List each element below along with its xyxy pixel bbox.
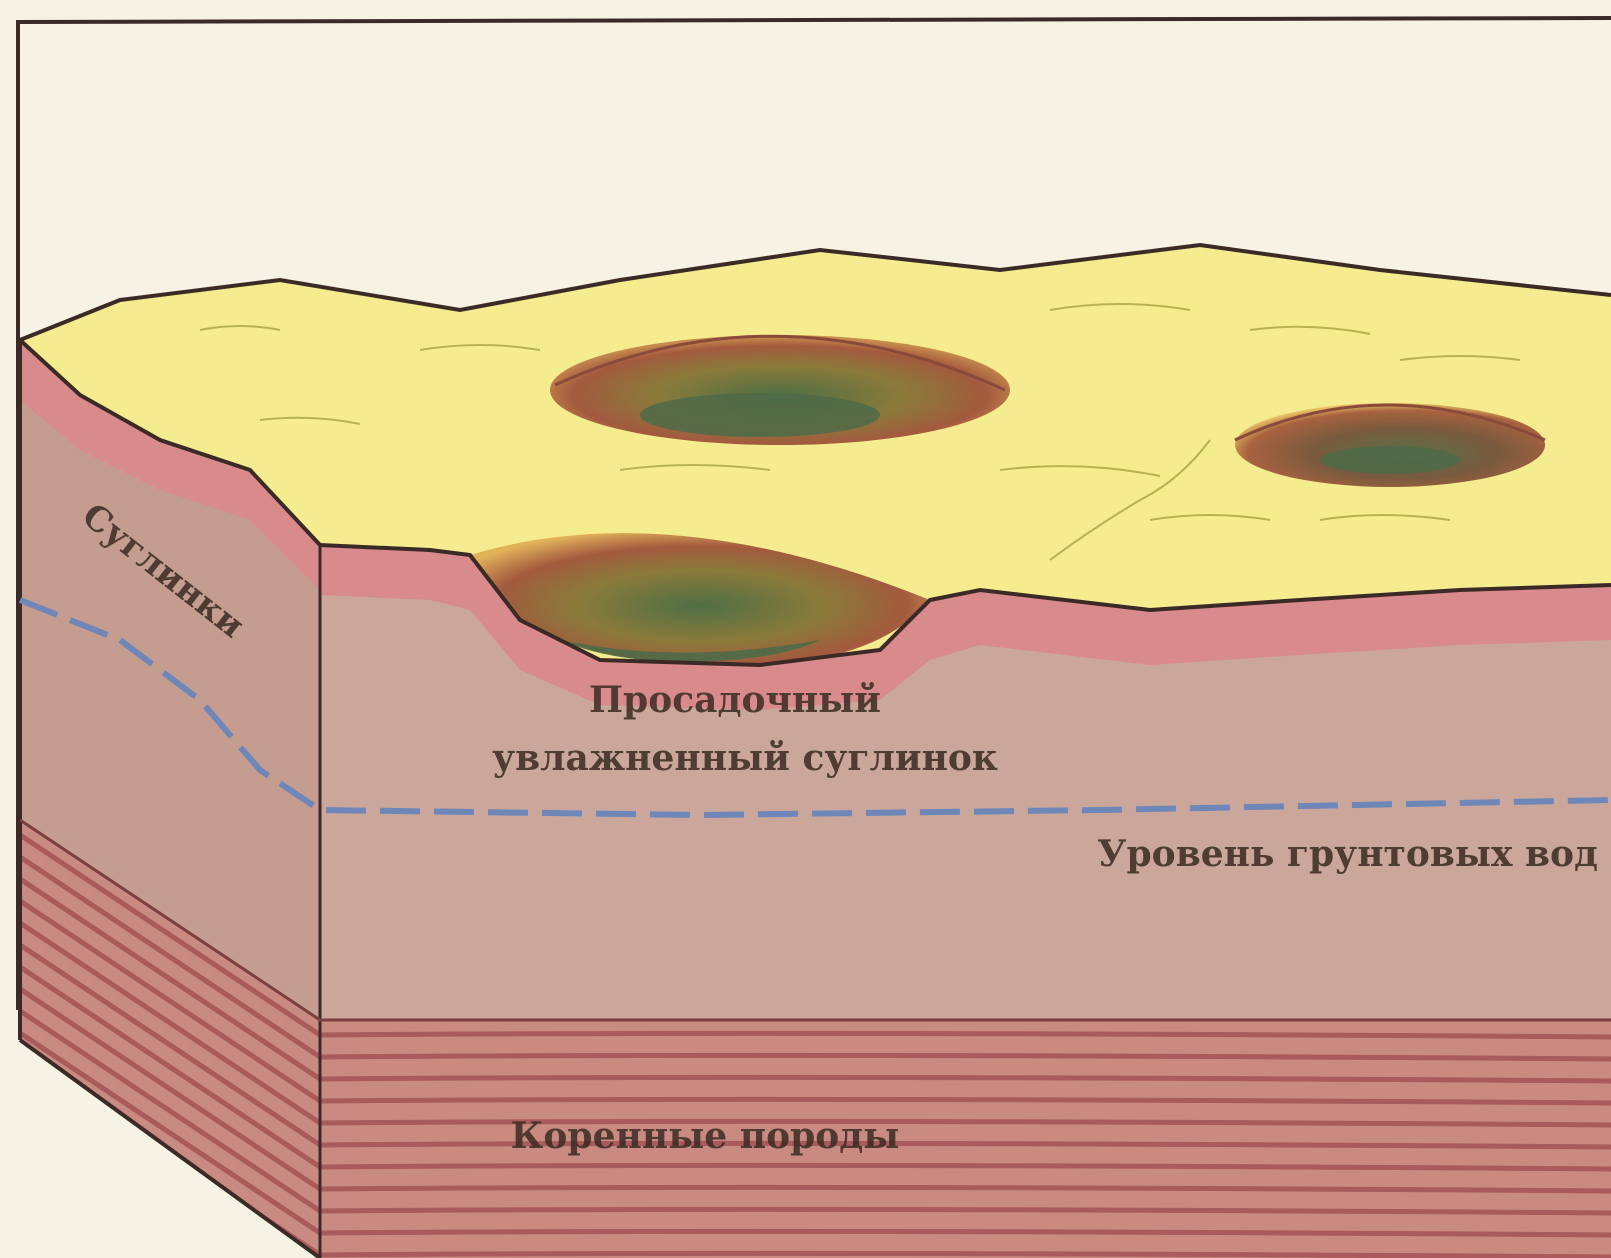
sinkhole-back-left: [550, 335, 1010, 445]
sinkhole-label-line2: увлажненный суглинок: [492, 737, 998, 779]
groundwater-level-label: Уровень грунтовых вод: [1097, 833, 1598, 875]
bedrock-label: Коренные породы: [511, 1115, 900, 1157]
sinkhole-back-right: [1235, 403, 1545, 487]
sinkhole-label-line1: Просадочный: [589, 679, 881, 721]
